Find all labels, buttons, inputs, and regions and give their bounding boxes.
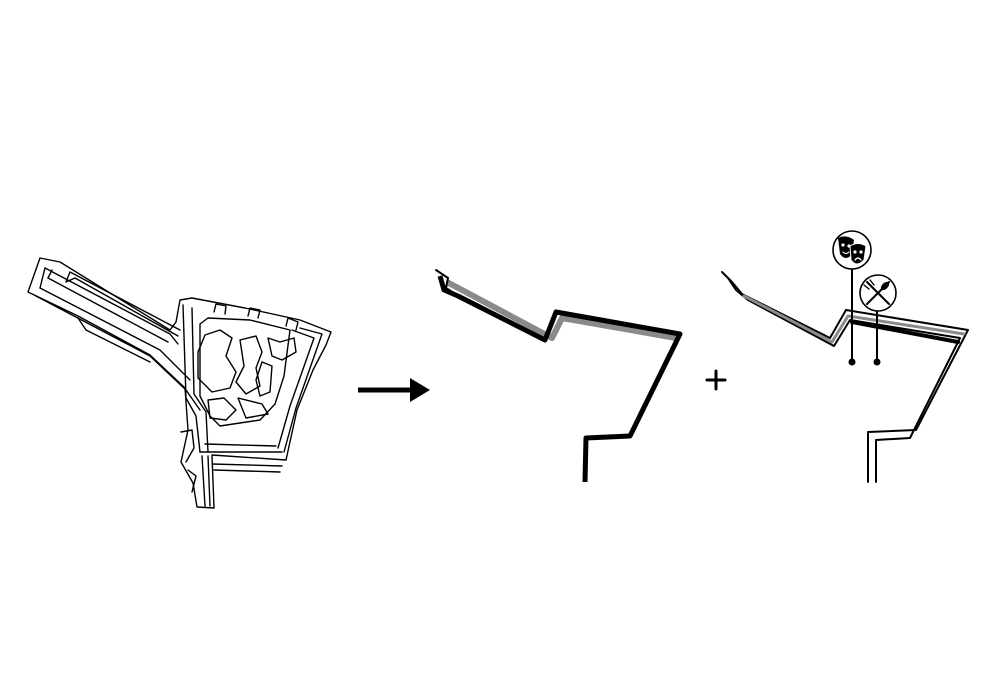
pin-base-culture	[848, 358, 856, 366]
north-notch-2	[247, 307, 261, 319]
pond-4	[207, 397, 237, 421]
site-plan-drawing	[27, 257, 332, 509]
central-path-1	[182, 304, 201, 453]
double-path-outer	[721, 271, 969, 483]
arm-strip-outer	[44, 267, 179, 345]
pond-1	[197, 329, 237, 393]
pond-5	[255, 361, 273, 397]
pond-6	[237, 397, 269, 419]
arm-strip-c	[35, 295, 201, 411]
path-start-flare	[435, 269, 463, 299]
right-arrow-icon	[358, 378, 430, 402]
plus-sign	[705, 369, 727, 391]
central-path-2	[191, 307, 209, 453]
path-main	[437, 275, 683, 483]
inner-loop	[199, 317, 291, 427]
pin-base-food	[873, 358, 881, 366]
north-notch-3	[285, 317, 299, 331]
extracted-path-drawing	[435, 269, 683, 483]
path-with-amenities-drawing	[721, 230, 969, 483]
pond-2	[235, 335, 263, 395]
south-east-stripes	[211, 463, 283, 473]
north-notch-1	[213, 303, 227, 315]
arm-strip-a	[47, 277, 169, 343]
arm-hairpin	[65, 271, 181, 337]
site-outline	[27, 257, 332, 509]
double-path-shade	[742, 294, 966, 344]
arm-strip-b	[39, 287, 191, 381]
pond-3	[267, 337, 297, 361]
arm-end-cap	[39, 267, 53, 289]
east-path-2	[277, 329, 315, 449]
south-path	[199, 443, 283, 453]
arm-lower-line	[77, 317, 151, 363]
path-shadow	[445, 279, 677, 341]
fork-knife-icon	[859, 274, 897, 312]
west-parcel	[180, 429, 197, 493]
double-path-inner	[727, 277, 961, 483]
south-leg-1	[201, 455, 211, 507]
theater-masks-icon	[832, 230, 872, 270]
double-path-shadow	[850, 320, 960, 344]
east-path-1	[283, 327, 323, 453]
